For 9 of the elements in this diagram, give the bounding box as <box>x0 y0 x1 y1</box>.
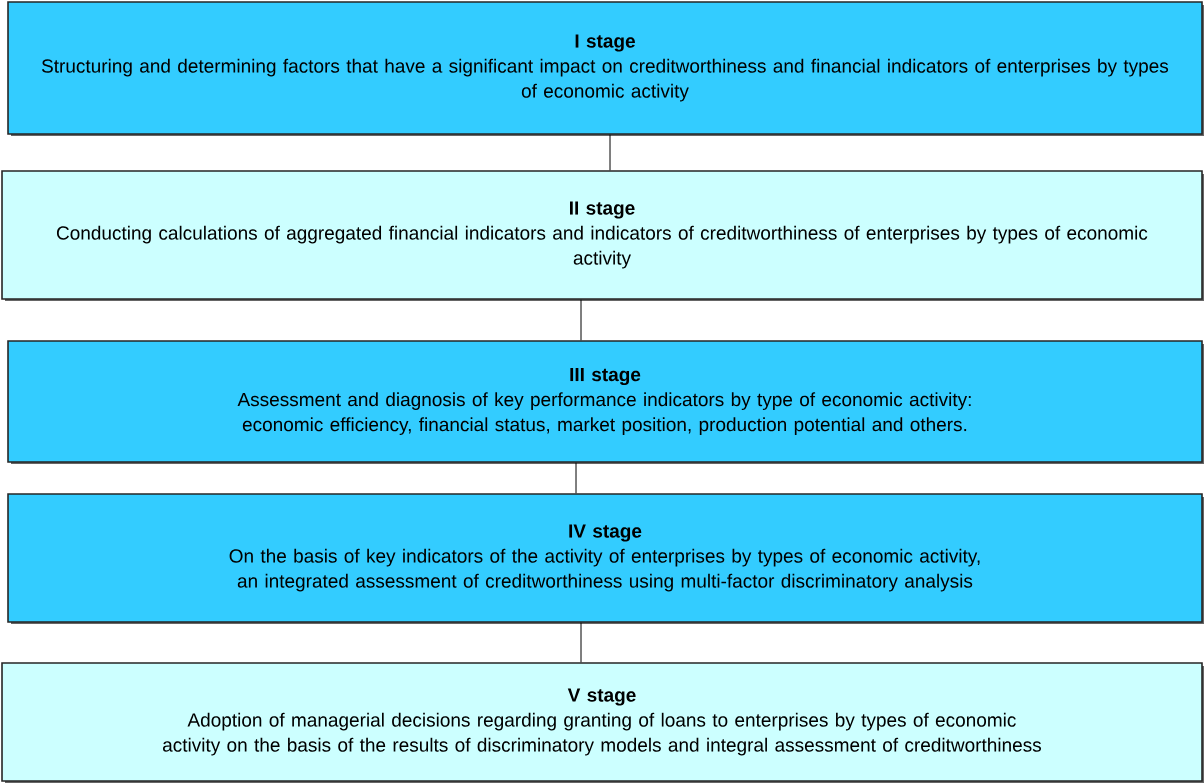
stage-box: IV stage On the basis of key indicators of the activity of enterprises by types of economic activity, an integrated assessment of creditworthiness using multi-factor discriminatory analysis <box>7 493 1204 624</box>
stage-box: III stage Assessment and diagnosis of key performance indicators by type of economic activity: economic efficiency, financial status, market position, production potential and others. <box>7 340 1204 464</box>
stage-box: I stage Structuring and determining factors that have a significant impact on creditworthiness and financial indicators of enterprises by types of economic activity <box>7 1 1204 136</box>
connector-line <box>580 299 582 341</box>
connector-line <box>580 622 582 663</box>
connector-line <box>575 462 577 494</box>
stage-box: V stage Adoption of managerial decisions regarding granting of loans to enterprises by types of economic activity on the basis of the results of discriminatory models and integral assessment of creditworthiness <box>1 662 1204 783</box>
stage-box: II stage Conducting calculations of aggregated financial indicators and indicators of creditworthiness of enterprises by types of economic activity <box>1 170 1204 301</box>
connector-line <box>609 134 611 171</box>
